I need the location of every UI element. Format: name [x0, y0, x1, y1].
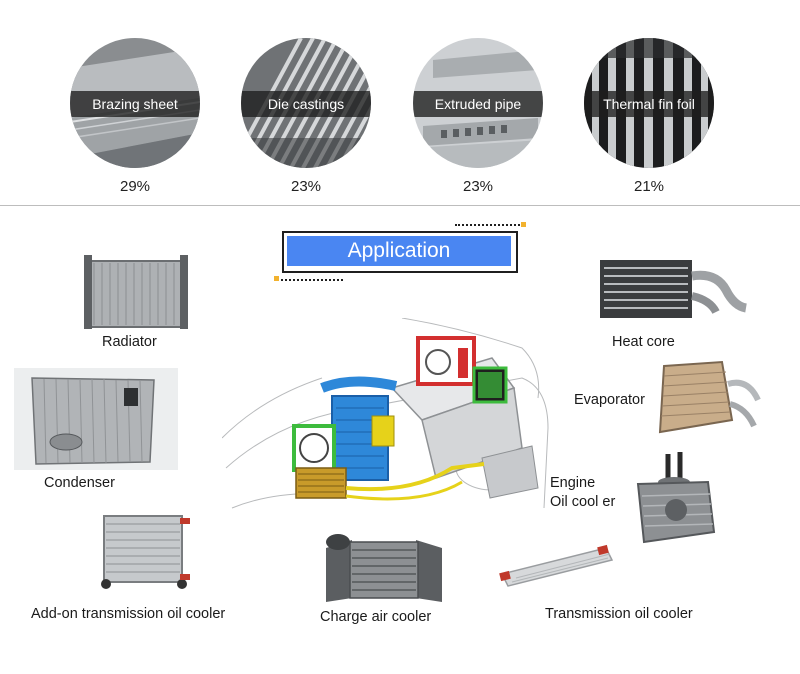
evaporator-label: Evaporator: [574, 392, 645, 408]
decor-dots-bottom: [281, 279, 343, 281]
die-castings-percent: 23%: [290, 178, 322, 195]
thermal-fin-foil-percent: 21%: [633, 178, 665, 195]
brazing-sheet-label: Brazing sheet: [70, 91, 200, 117]
add-on-transmission-oil-cooler-image: [101, 515, 190, 589]
transmission-oil-cooler-image: [499, 544, 614, 587]
radiator-label: Radiator: [102, 334, 157, 350]
material-brazing-sheet: Brazing sheet: [70, 38, 200, 168]
decor-square-bottom: [274, 276, 279, 281]
decor-square-top: [521, 222, 526, 227]
engine-oil-cooler-label-line2: Oil cool er: [550, 494, 616, 510]
engine-oil-cooler-image: [636, 452, 716, 544]
condenser-label: Condenser: [44, 475, 115, 491]
die-castings-label: Die castings: [241, 91, 371, 117]
evaporator-image: [658, 360, 761, 434]
thermal-fin-foil-label: Thermal fin foil: [584, 91, 714, 117]
engine-oil-cooler-label-line1: Engine: [550, 475, 596, 491]
brazing-sheet-percent: 29%: [119, 178, 151, 195]
radiator-image: [84, 255, 188, 329]
add-on-transmission-oil-cooler-label: Add-on transmission oil cooler: [31, 606, 226, 622]
application-title-box: Application: [282, 231, 518, 273]
extruded-pipe-percent: 23%: [462, 178, 494, 195]
engine-diagram: [222, 318, 549, 509]
charge-air-cooler-image: [326, 534, 442, 602]
section-divider: [0, 205, 800, 206]
charge-air-cooler-label: Charge air cooler: [320, 609, 432, 625]
extruded-pipe-label: Extruded pipe: [413, 91, 543, 117]
material-thermal-fin-foil: Thermal fin foil: [584, 38, 714, 168]
material-extruded-pipe: Extruded pipe: [413, 38, 543, 168]
heat-core-label: Heat core: [612, 334, 675, 350]
application-title: Application: [287, 236, 511, 266]
decor-dots-top: [455, 224, 520, 226]
material-die-castings: Die castings: [241, 38, 371, 168]
heat-core-image: [600, 260, 748, 318]
condenser-image: [14, 368, 178, 470]
transmission-oil-cooler-label: Transmission oil cooler: [545, 606, 693, 622]
